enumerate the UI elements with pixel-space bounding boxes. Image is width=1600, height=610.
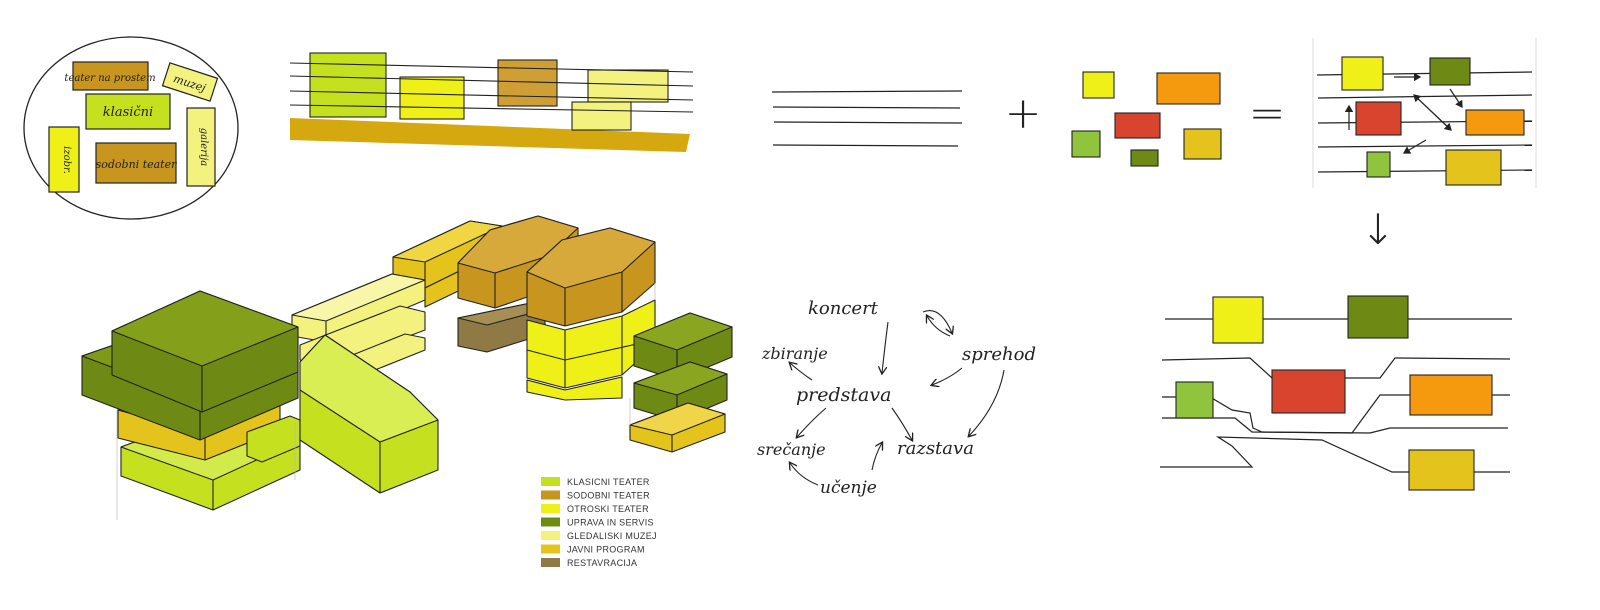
section-block-muzej-lower [571, 101, 632, 131]
equation-boxes [1071, 71, 1222, 167]
legend-swatch [541, 544, 560, 554]
final-layout [1160, 295, 1512, 491]
bubble-teater-na-prostem: teater na prostem [64, 61, 156, 91]
equals-sign: = [1249, 88, 1286, 139]
concept-predstava: predstava [796, 384, 891, 406]
mass-uprava-right [629, 312, 733, 453]
concept-srecanje: srečanje [757, 440, 826, 459]
legend-swatch [541, 531, 560, 540]
bubble-galerija: galerija [186, 107, 216, 187]
down-arrow: ↓ [1360, 205, 1395, 254]
legend-label: JAVNI PROGRAM [567, 545, 645, 555]
section-strip-panel [289, 52, 694, 152]
concept-ucenje: učenje [820, 478, 877, 498]
mass-otroski [526, 299, 656, 401]
legend-label: UPRAVA IN SERVIS [567, 518, 654, 528]
result-diagram [1312, 38, 1537, 188]
mass-uprava-left [81, 290, 299, 441]
bubble-muzej: muzej [161, 62, 219, 102]
bubble-klasicni: klasični [85, 93, 171, 130]
mass-sodobni [457, 215, 656, 327]
section-block-otroski [399, 76, 465, 120]
bubble-sodobni-teater: sodobni teater [95, 142, 177, 184]
legend: KLASICNI TEATER SODOBNI TEATER OTROSKI TEA… [541, 477, 657, 568]
concept-sprehod: sprehod [962, 344, 1036, 365]
section-lines [289, 62, 694, 113]
bubble-label-teater-na-prostem: teater na prostem [64, 73, 155, 84]
concept-razstava: razstava [897, 438, 974, 459]
bubble-label-klasicni: klasični [103, 105, 153, 120]
bubble-label-sodobni-teater: sodobni teater [96, 158, 177, 171]
bubble-izobrazevanje: izobr. [48, 126, 80, 193]
legend-swatch [541, 477, 560, 486]
concept-koncert: koncert [808, 298, 879, 319]
isometric-massing [81, 215, 733, 520]
concept-zbiranje: zbiranje [761, 344, 828, 363]
legend-label: GLEDALISKI MUZEJ [567, 531, 657, 541]
ground-strip [290, 118, 690, 152]
bubble-label-galerija: galerija [198, 128, 209, 167]
section-block-sodobni [497, 59, 558, 107]
legend-label: OTROSKI TEATER [567, 504, 649, 514]
concept-map: koncert sprehod zbiranje predstava sreča… [757, 298, 1036, 498]
bubble-outline [23, 36, 239, 220]
legend-label: SODOBNI TEATER [567, 491, 650, 501]
equation-lines [771, 90, 963, 147]
legend-swatch [541, 517, 560, 527]
legend-label: RESTAVRACIJA [567, 558, 637, 568]
legend-label: KLASICNI TEATER [567, 477, 650, 487]
bubble-label-izobrazevanje: izobr. [61, 146, 72, 174]
section-block-klasicni [309, 52, 387, 118]
section-block-muzej [587, 69, 669, 103]
legend-swatch [541, 490, 560, 500]
plus-sign: + [1005, 88, 1042, 139]
program-bubble-panel: teater na prostem muzej klasični izobr. … [23, 36, 239, 220]
mass-klasicni [299, 334, 439, 494]
legend-swatch [541, 504, 560, 513]
legend-swatch [541, 558, 560, 567]
